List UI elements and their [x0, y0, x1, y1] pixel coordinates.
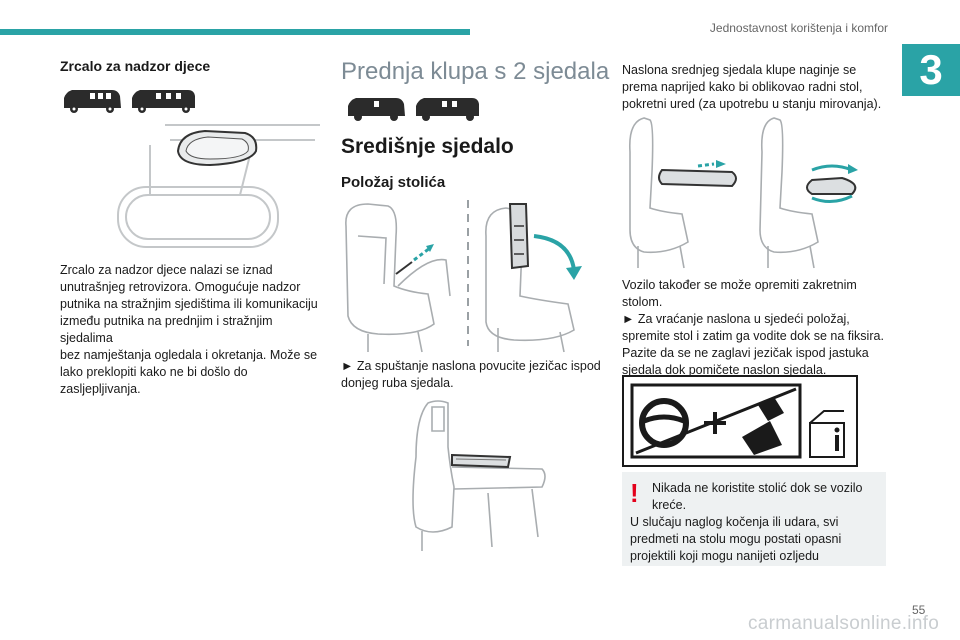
fold-instruction: ► Za spuštanje naslona povucite jezičac … [341, 358, 611, 392]
intro-line: pokretni ured (za upotrebu u stanju miro… [622, 97, 882, 111]
desk-position-illustrations [622, 112, 882, 270]
body-line: Pazite da se ne zaglavi jezičak ispod ja… [622, 346, 869, 360]
van-short-icon [64, 90, 195, 113]
body-line: ► Za vraćanje naslona u sjedeći položaj, [622, 312, 850, 326]
warning-line: predmeti na stolu mogu postati opasni [630, 532, 842, 546]
body-line: sjedala dok pomičete naslon sjedala. [622, 363, 827, 377]
instruction-line: ► Za spuštanje naslona povucite jezičac … [341, 359, 601, 373]
intro-text: Naslona srednjeg sjedala klupe naginje s… [622, 62, 892, 113]
paragraph-line: između putnika na prednjim i stražnjim s… [60, 314, 273, 345]
paragraph-line: unutrašnjeg retrovizora. Omogućuje nadzo… [60, 280, 301, 294]
instruction-line: donjeg ruba sjedala. [341, 376, 454, 390]
table-position-heading: Položaj stolića [341, 174, 446, 191]
warning-box: ! Nikada ne koristite stolić dok se vozi… [622, 472, 886, 566]
paragraph-line: Zrcalo za nadzor djece nalazi se iznad [60, 263, 273, 277]
section-header-title: Jednostavnost korištenja i komfor [709, 21, 888, 35]
center-seat-heading: Središnje sjedalo [341, 135, 514, 158]
warning-line: kreće. [652, 498, 687, 512]
seat-fold-illustrations [338, 196, 600, 354]
vehicle-variants-icons [60, 84, 195, 114]
body-line: stolom. [622, 295, 663, 309]
rotating-table-text: Vozilo također se može opremiti zakretni… [622, 277, 894, 379]
no-airbag-icon [630, 383, 845, 459]
body-line: spremite stol i zatim ga vodite dok se n… [622, 329, 884, 343]
mirror-description: Zrcalo za nadzor djece nalazi se iznad u… [60, 262, 325, 398]
seat-table-illustration [392, 397, 552, 553]
van-icons [348, 98, 479, 121]
chapter-tab: 3 [902, 44, 960, 96]
mirror-section-title: Zrcalo za nadzor djece [60, 58, 211, 74]
body-line: Vozilo također se može opremiti zakretni… [622, 278, 857, 292]
page-number: 55 [912, 603, 926, 617]
paragraph-line: bez namještanja ogledala i okretanja. Mo… [60, 348, 318, 362]
warning-line: projektili koji mogu nanijeti ozljedu [630, 549, 819, 563]
intro-line: Naslona srednjeg sjedala klupe naginje s… [622, 63, 857, 77]
child-mirror-illustration [110, 115, 320, 255]
exclamation-icon: ! [630, 478, 639, 508]
airbag-warning-label [622, 375, 858, 467]
paragraph-line: lako preklopiti kako ne bi došlo do zasl… [60, 365, 248, 396]
page-main-title: Prednja klupa s 2 sjedala [341, 58, 610, 85]
intro-line: prema naprijed kako bi oblikovao radni s… [622, 80, 863, 94]
paragraph-line: putnika na stražnjim sjedištima ili komu… [60, 297, 318, 311]
header-accent-bar [0, 29, 470, 35]
vehicle-variants-icons [344, 92, 479, 122]
watermark: carmanualsonline.info [748, 613, 940, 634]
warning-line: Nikada ne koristite stolić dok se vozilo [652, 481, 863, 495]
warning-line: U slučaju naglog kočenja ili udara, svi [630, 515, 839, 529]
